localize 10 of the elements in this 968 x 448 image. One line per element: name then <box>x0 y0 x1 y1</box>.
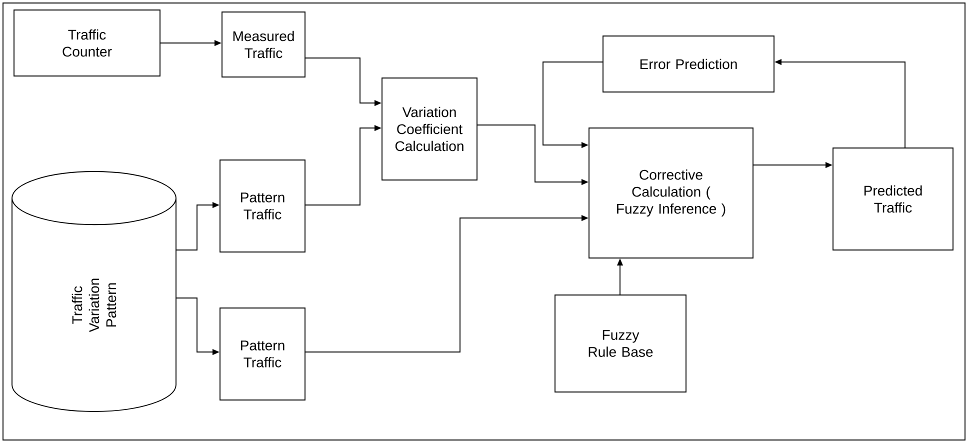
process-box: Measured Traffic <box>222 12 306 78</box>
storage-cylinder: Traffic Variation Pattern <box>12 171 176 412</box>
process-box: Fuzzy Rule Base <box>554 294 686 392</box>
process-box: Variation Coefficient Calculation <box>382 78 478 180</box>
process-box: Pattern Traffic <box>220 308 306 400</box>
process-box: Pattern Traffic <box>220 160 306 252</box>
process-box: Predicted Traffic <box>832 148 954 250</box>
process-box: Traffic Counter <box>14 10 160 76</box>
process-box: Corrective Calculation ( Fuzzy Inference ) <box>588 128 754 258</box>
process-box: Error Prediction <box>602 36 774 92</box>
